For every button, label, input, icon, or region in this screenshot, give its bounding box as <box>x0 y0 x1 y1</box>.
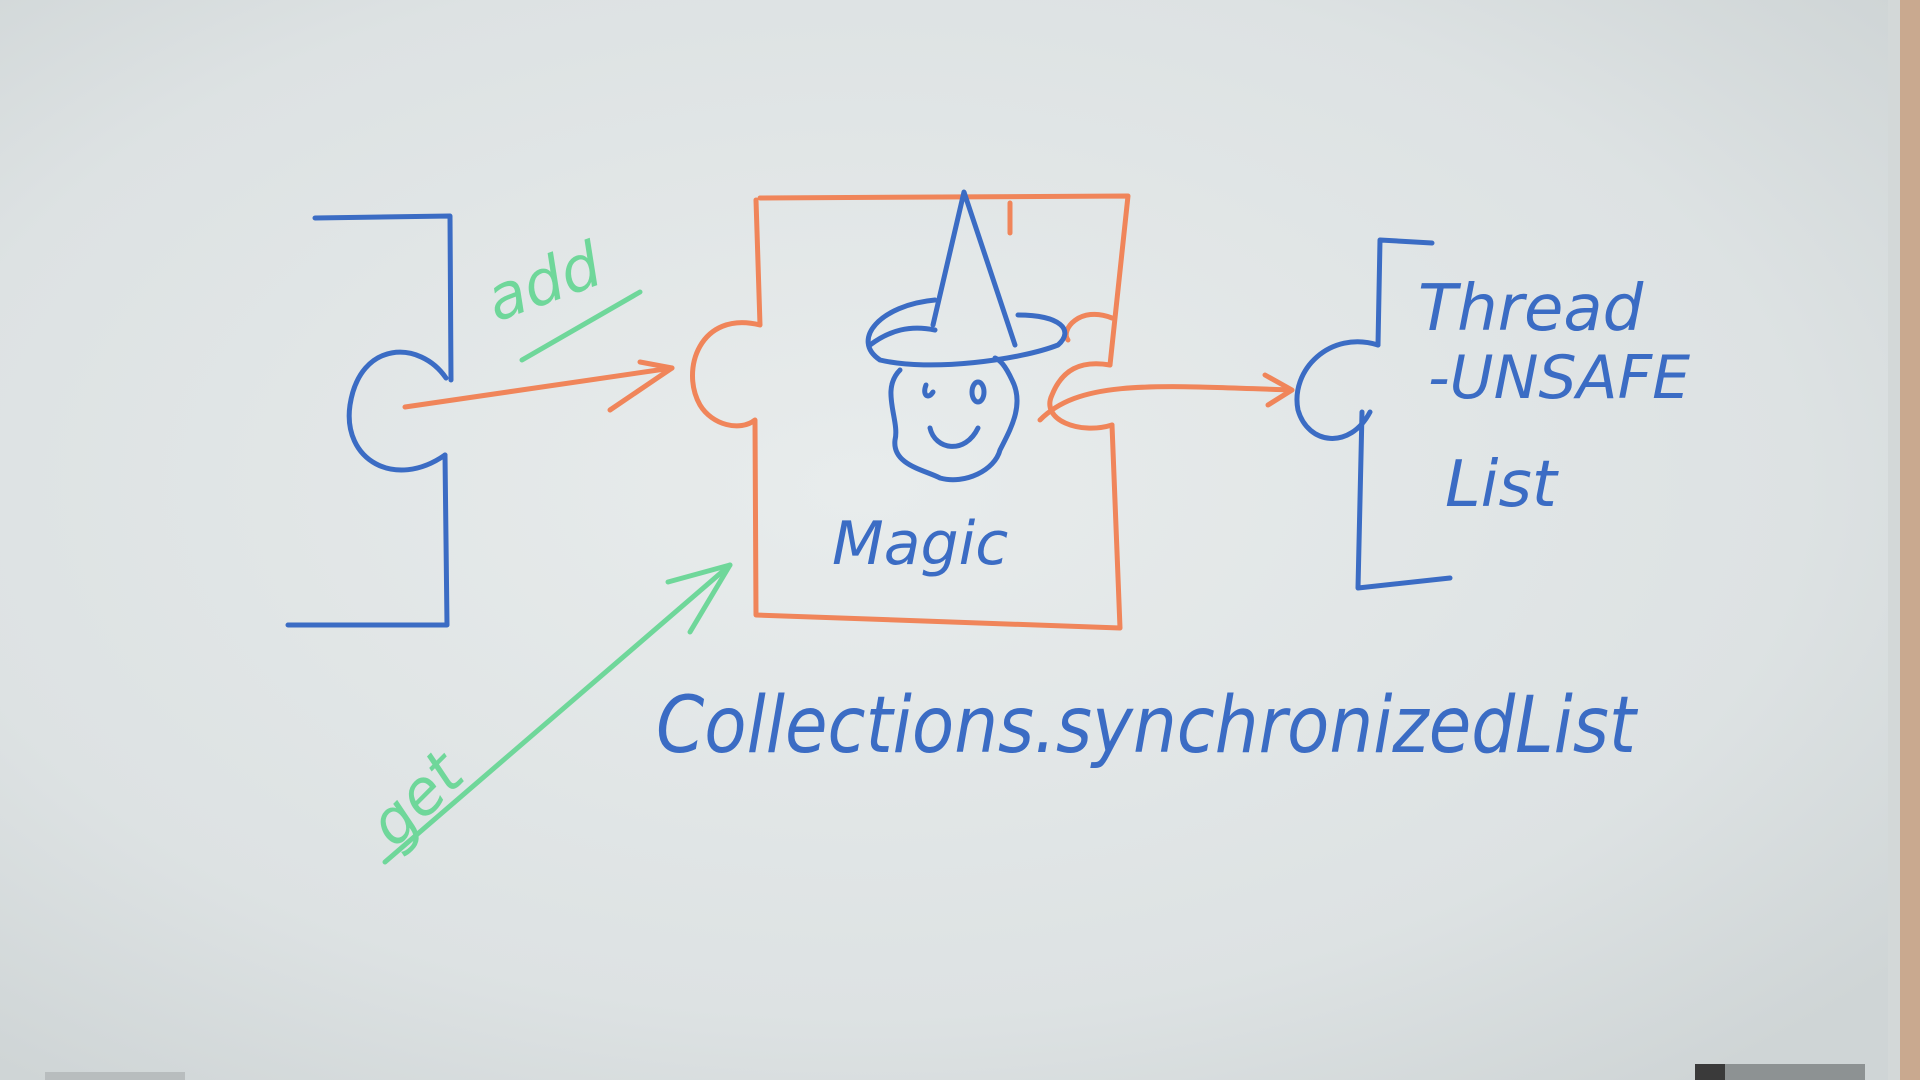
list-label: List <box>1445 448 1560 522</box>
output-arrow <box>1037 372 1295 423</box>
add-arrow <box>402 359 675 413</box>
wizard-icon <box>865 189 1068 483</box>
board-tray-right <box>1695 1064 1865 1080</box>
get-arrow <box>382 562 733 865</box>
unsafe-label: -UNSAFE <box>1428 343 1690 413</box>
magic-label: Magic <box>832 509 1008 579</box>
thread-label: Thread <box>1418 272 1644 346</box>
add-underline <box>519 289 643 363</box>
synchronized-wrapper-shape <box>690 193 1131 631</box>
source-list-shape <box>285 213 454 628</box>
board-frame-edge <box>1900 0 1920 1080</box>
board-tray-left <box>45 1072 185 1080</box>
collections-synchronizedlist-label: Collections.synchronizedList <box>656 681 1638 771</box>
board-frame-rail <box>1888 0 1900 1080</box>
target-list-shape <box>1294 237 1453 591</box>
board-tray-marker <box>1695 1064 1725 1080</box>
